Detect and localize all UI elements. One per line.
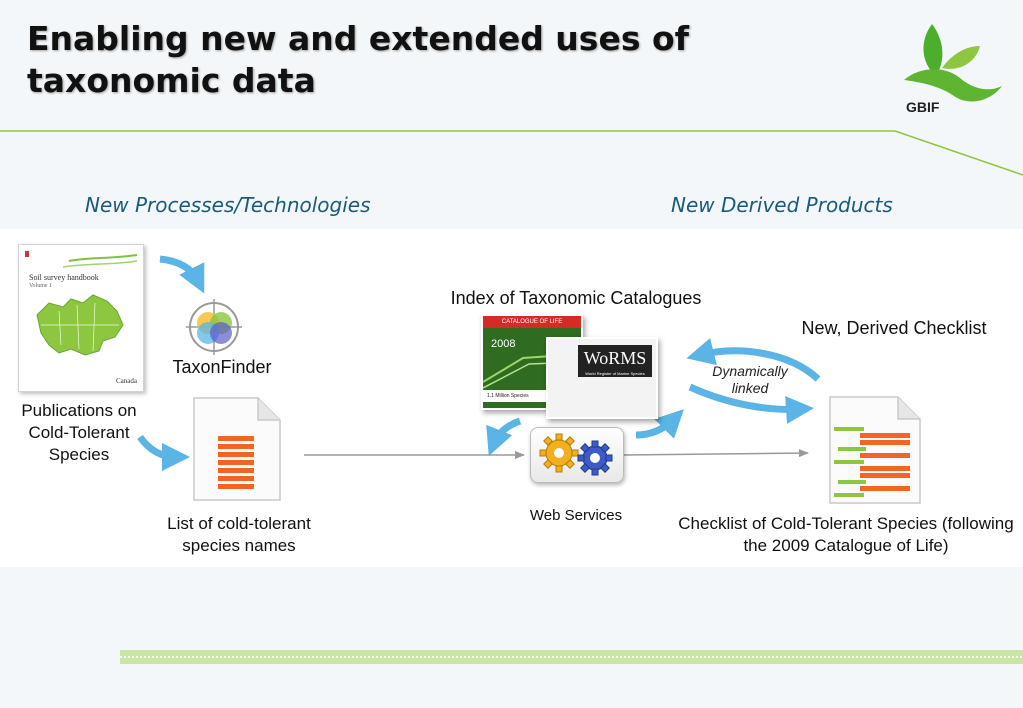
gbif-logo-text: GBIF bbox=[906, 99, 940, 115]
catalogue-cover-year: 2008 bbox=[491, 338, 516, 350]
taxonfinder-label: TaxonFinder bbox=[172, 357, 272, 377]
worms-cover: WoRMS World Register of Marine Species bbox=[546, 337, 658, 419]
arrows-layer bbox=[137, 255, 821, 471]
publications-label: Publications on Cold-Tolerant Species bbox=[21, 401, 137, 464]
taxonfinder-icon bbox=[186, 299, 242, 355]
header-divider bbox=[0, 130, 1023, 176]
dynamically-linked-label: Dynamically linked bbox=[712, 363, 788, 396]
worms-subtitle: World Register of Marine Species bbox=[578, 371, 652, 377]
workflow-diagram: Soil survey handbook Volume 1 Canada Pub… bbox=[0, 229, 1023, 567]
derived-checklist-label: New, Derived Checklist bbox=[801, 318, 987, 338]
cover-title: Soil survey handbook bbox=[29, 273, 99, 282]
checklist-label: Checklist of Cold-Tolerant Species (foll… bbox=[678, 514, 1014, 555]
document-icon bbox=[193, 397, 281, 501]
page-title: Enabling new and extended uses of taxono… bbox=[27, 19, 689, 100]
arrow-icon bbox=[137, 255, 821, 471]
flow-line-services-to-checklist bbox=[623, 449, 809, 458]
worms-banner bbox=[578, 345, 652, 371]
gears-icon bbox=[539, 433, 613, 476]
checklist-document-icon bbox=[829, 396, 921, 504]
subtitle-new-products: New Derived Products bbox=[671, 193, 893, 217]
web-services-box bbox=[530, 427, 624, 483]
cover-volume: Volume 1 bbox=[29, 283, 53, 289]
footer-divider bbox=[120, 650, 1023, 664]
catalogue-cover-title: CATALOGUE OF LIFE bbox=[483, 316, 581, 328]
cover-publisher: Canada bbox=[116, 377, 137, 385]
worms-title: WoRMS bbox=[583, 348, 647, 368]
cover-artwork bbox=[25, 251, 138, 356]
index-label: Index of Taxonomic Catalogues bbox=[450, 288, 702, 308]
web-services-label: Web Services bbox=[529, 507, 623, 524]
list-label: List of cold-tolerant species names bbox=[167, 514, 311, 555]
publication-cover: Soil survey handbook Volume 1 Canada bbox=[18, 244, 144, 392]
gbif-logo-icon: GBIF bbox=[904, 24, 1002, 115]
subtitle-new-processes: New Processes/Technologies bbox=[85, 193, 371, 217]
